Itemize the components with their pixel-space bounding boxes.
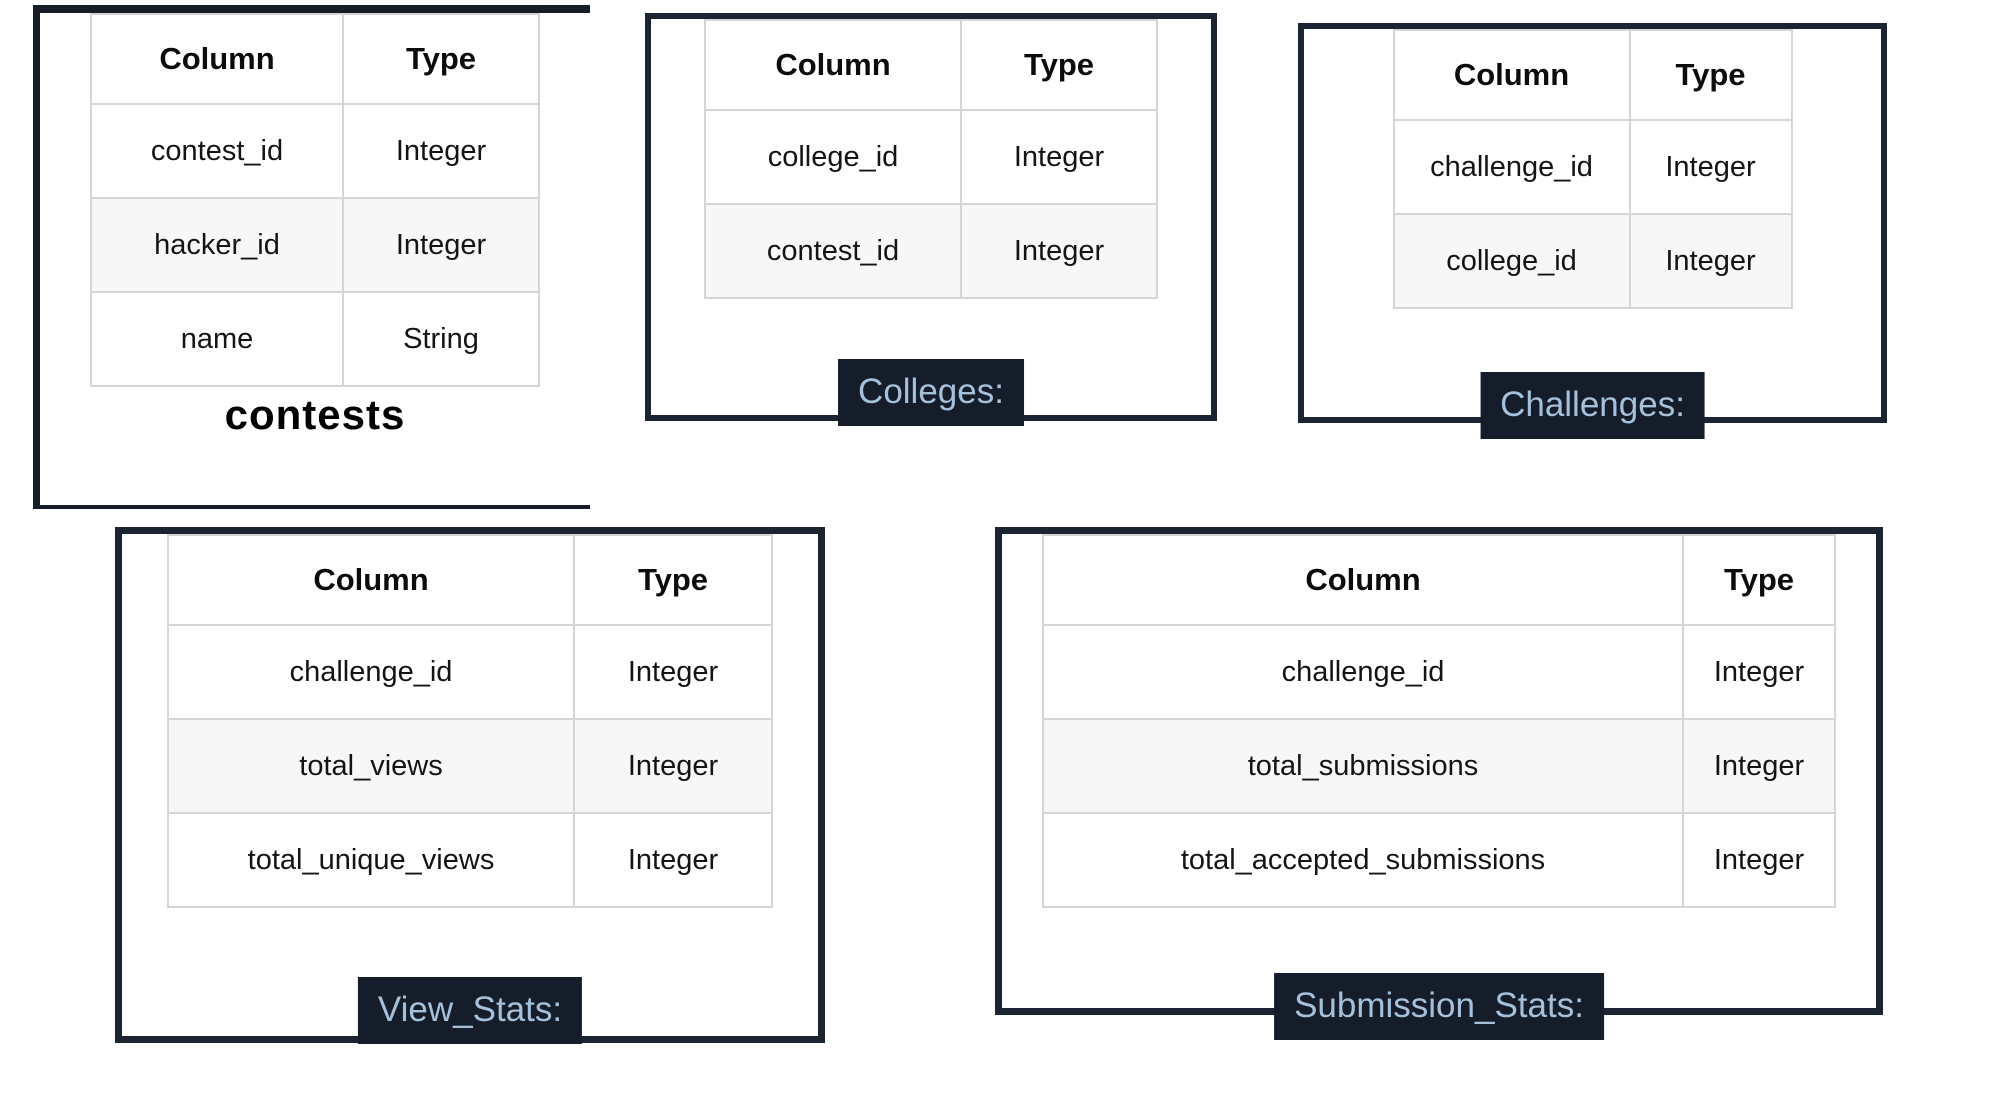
- column-name-cell: contest_id: [90, 103, 344, 199]
- column-type-cell: String: [342, 291, 540, 387]
- column-header: Column: [1042, 534, 1684, 626]
- panel-submission-stats: Column Type challenge_id Integer total_s…: [995, 527, 1883, 1040]
- column-name-cell: name: [90, 291, 344, 387]
- column-type-cell: Integer: [960, 109, 1158, 205]
- column-type-cell: Integer: [1682, 718, 1836, 814]
- panel-view-stats: Column Type challenge_id Integer total_v…: [115, 527, 825, 1044]
- challenges-table-title-badge: Challenges:: [1480, 372, 1705, 439]
- table-row: contest_id Integer: [90, 103, 540, 199]
- colleges-table-title-badge: Colleges:: [838, 359, 1024, 426]
- column-type-cell: Integer: [573, 718, 773, 814]
- panel-challenges: Column Type challenge_id Integer college…: [1298, 23, 1887, 439]
- table-row: challenge_id Integer: [167, 624, 773, 720]
- table-row: college_id Integer: [1392, 213, 1793, 309]
- column-type-cell: Integer: [342, 197, 540, 293]
- column-type-cell: Integer: [1628, 119, 1793, 215]
- column-name-cell: college_id: [704, 109, 962, 205]
- column-type-cell: Integer: [573, 624, 773, 720]
- header-row: Column Type: [704, 19, 1158, 111]
- type-header: Type: [1628, 29, 1793, 121]
- table-row: name String: [90, 291, 540, 387]
- header-row: Column Type: [90, 13, 540, 105]
- table-row: challenge_id Integer: [1042, 624, 1836, 720]
- header-row: Column Type: [167, 534, 773, 626]
- column-type-cell: Integer: [573, 812, 773, 908]
- column-header: Column: [167, 534, 575, 626]
- column-header: Column: [1392, 29, 1631, 121]
- table-row: total_views Integer: [167, 718, 773, 814]
- submission-stats-table-title-badge: Submission_Stats:: [1274, 973, 1604, 1040]
- type-header: Type: [573, 534, 773, 626]
- column-header: Column: [90, 13, 344, 105]
- challenges-schema-table: Column Type challenge_id Integer college…: [1392, 29, 1793, 309]
- column-name-cell: total_views: [167, 718, 575, 814]
- contests-schema-table: Column Type contest_id Integer hacker_id…: [90, 13, 540, 387]
- table-row: challenge_id Integer: [1392, 119, 1793, 215]
- table-row: total_submissions Integer: [1042, 718, 1836, 814]
- column-name-cell: total_submissions: [1042, 718, 1684, 814]
- view-stats-table-title-badge: View_Stats:: [357, 977, 583, 1044]
- column-name-cell: contest_id: [704, 203, 962, 299]
- column-name-cell: college_id: [1392, 213, 1631, 309]
- table-row: contest_id Integer: [704, 203, 1158, 299]
- contests-table-title: contests: [224, 391, 406, 438]
- panel-colleges: Column Type college_id Integer contest_i…: [645, 13, 1217, 426]
- column-type-cell: Integer: [960, 203, 1158, 299]
- table-row: college_id Integer: [704, 109, 1158, 205]
- column-name-cell: hacker_id: [90, 197, 344, 293]
- header-row: Column Type: [1392, 29, 1793, 121]
- submission-stats-schema-table: Column Type challenge_id Integer total_s…: [1042, 534, 1836, 908]
- panel-contests: Column Type contest_id Integer hacker_id…: [33, 5, 590, 509]
- column-name-cell: total_unique_views: [167, 812, 575, 908]
- table-row: total_unique_views Integer: [167, 812, 773, 908]
- column-type-cell: Integer: [1682, 624, 1836, 720]
- colleges-schema-table: Column Type college_id Integer contest_i…: [704, 19, 1158, 299]
- column-name-cell: challenge_id: [167, 624, 575, 720]
- column-name-cell: challenge_id: [1042, 624, 1684, 720]
- header-row: Column Type: [1042, 534, 1836, 626]
- column-type-cell: Integer: [1682, 812, 1836, 908]
- column-name-cell: total_accepted_submissions: [1042, 812, 1684, 908]
- table-row: total_accepted_submissions Integer: [1042, 812, 1836, 908]
- column-header: Column: [704, 19, 962, 111]
- table-row: hacker_id Integer: [90, 197, 540, 293]
- view-stats-schema-table: Column Type challenge_id Integer total_v…: [167, 534, 773, 908]
- type-header: Type: [960, 19, 1158, 111]
- type-header: Type: [1682, 534, 1836, 626]
- column-type-cell: Integer: [1628, 213, 1793, 309]
- column-name-cell: challenge_id: [1392, 119, 1631, 215]
- type-header: Type: [342, 13, 540, 105]
- column-type-cell: Integer: [342, 103, 540, 199]
